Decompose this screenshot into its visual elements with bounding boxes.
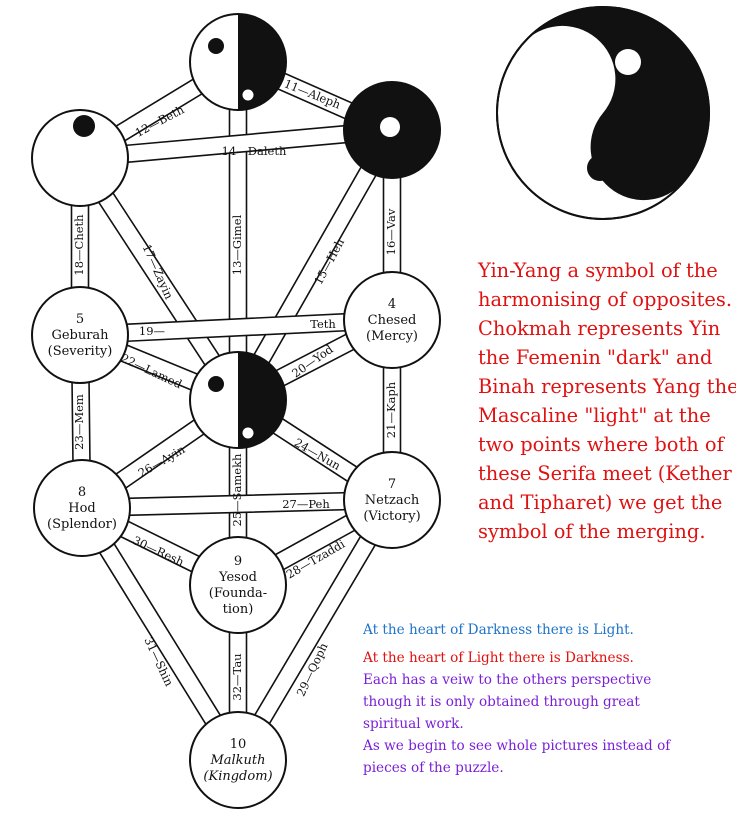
sephirah-netzach-number: 7 [388,477,396,492]
sephirah-netzach-label: (Victory) [363,509,420,524]
path-label-p19a: 19— [139,324,165,338]
explanation-line: and Tipharet) we get the [478,491,723,514]
sephirah-geburah-label: (Severity) [48,344,113,359]
path-label-p27: 27—Peh [282,497,330,511]
sephirah-hod-label: Hod [68,501,96,516]
sephirah-geburah-number: 5 [76,312,84,327]
path-label-p25: 25—Samekh [230,453,244,527]
explanation-line: symbol of the merging. [478,520,706,543]
note-perspective-1: Each has a veiw to the others perspectiv… [363,672,652,688]
sephirah-yesod-label: tion) [223,602,254,617]
explanation-line: these Serifa meet (Kether [478,462,732,485]
sephirah-chesed-label: Chesed [368,313,417,328]
sephirah-hod-label: (Splendor) [47,517,117,532]
sephirah-binah [343,81,441,179]
sephirah-malkuth-label: (Kingdom) [203,769,272,784]
sephirah-yesod-number: 9 [234,554,242,569]
explanation-line: Mascaline "light" at the [478,404,711,427]
yin-yang-icon [496,6,710,220]
sephirah-chesed-number: 4 [388,297,396,312]
sephirah-malkuth-label: Malkuth [209,753,265,768]
sephirah-geburah-label: Geburah [51,328,109,343]
path-label-p18: 18—Cheth [72,214,86,276]
sephirah-yesod-label: Yesod [218,570,257,585]
sephirah-chokmah [31,109,129,207]
sephirah-kether [189,13,287,111]
sephirah-hod-number: 8 [78,485,86,500]
note-whole-pictures-1: As we begin to see whole pictures instea… [363,738,671,754]
sephirah-yesod-label: (Founda- [209,586,267,601]
explanation-line: Binah represents Yang the [478,375,736,398]
note-whole-pictures-2: pieces of the puzzle. [363,760,504,776]
note-light-darkness: At the heart of Light there is Darkness. [363,650,634,666]
yin-yang-explanation: Yin-Yang a symbol of the harmonising of … [478,256,736,546]
sephirah-tiphareth [189,351,287,449]
explanation-line: the Femenin "dark" and [478,346,713,369]
sephirah-chesed-label: (Mercy) [366,329,418,344]
path-label-p32: 32—Tau [230,653,244,700]
explanation-line: Chokmah represents Yin [478,317,721,340]
note-perspective-2: though it is only obtained through great [363,694,640,710]
explanation-line: two points where both of [478,433,724,456]
path-label-p23: 23—Mem [72,394,86,450]
explanation-line: Yin-Yang a symbol of the [478,259,718,282]
path-label-p16: 16—Vav [384,208,398,255]
sephirah-malkuth-number: 10 [230,737,247,752]
note-perspective-3: spiritual work. [363,716,464,732]
note-darkness-light: At the heart of Darkness there is Light. [363,622,634,638]
sephirah-netzach-label: Netzach [365,493,420,508]
explanation-line: harmonising of opposites. [478,288,733,311]
path-label-p21: 21—Kaph [384,381,398,438]
path-label-p13: 13—Gimel [230,214,244,275]
path-label-p14: 14—Daleth [222,144,287,158]
path-label-p19b: Teth [310,317,336,331]
